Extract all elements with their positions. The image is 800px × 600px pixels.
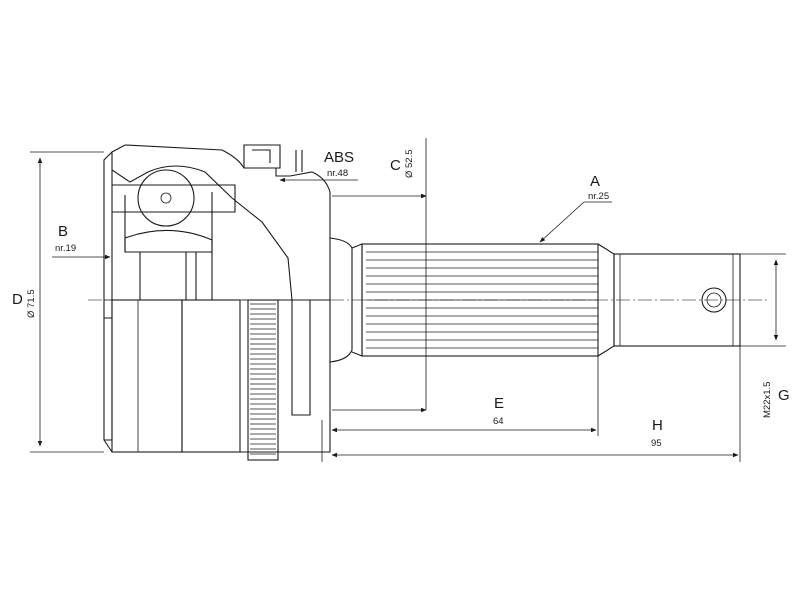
housing-body	[104, 299, 241, 453]
c-note: Ø 52.5	[404, 149, 415, 178]
dim-h: H 95	[321, 346, 741, 462]
b-letter: B	[58, 223, 68, 240]
abs-bracket	[243, 144, 303, 172]
e-note: 64	[493, 416, 504, 427]
inner-race	[112, 169, 236, 300]
cotter-pin-hole	[701, 287, 727, 313]
splined-shaft	[361, 243, 615, 357]
label-b: B nr.19	[52, 223, 111, 260]
d-letter: D	[12, 291, 23, 308]
e-letter: E	[494, 395, 504, 412]
ball	[137, 169, 195, 227]
g-letter: G	[778, 387, 790, 404]
c-letter: C	[390, 157, 401, 174]
dim-c: C Ø 52.5	[332, 138, 427, 413]
dim-d: D Ø 71.5	[12, 151, 104, 453]
dim-g: G M22x1.5	[740, 253, 790, 418]
label-a: A nr.25	[539, 173, 612, 243]
g-note: M22x1.5	[762, 382, 773, 418]
threaded-end	[613, 253, 741, 347]
dim-e: E 64	[331, 356, 599, 436]
label-abs: ABS nr.48	[279, 149, 358, 183]
d-note: Ø 71.5	[26, 289, 37, 318]
a-note: nr.25	[588, 191, 609, 202]
b-note: nr.19	[55, 243, 76, 254]
abs-note: nr.48	[327, 168, 348, 179]
abs-ring	[247, 299, 311, 461]
h-note: 95	[651, 438, 662, 449]
abs-letter: ABS	[324, 149, 354, 166]
h-letter: H	[652, 417, 663, 434]
a-letter: A	[590, 173, 600, 190]
